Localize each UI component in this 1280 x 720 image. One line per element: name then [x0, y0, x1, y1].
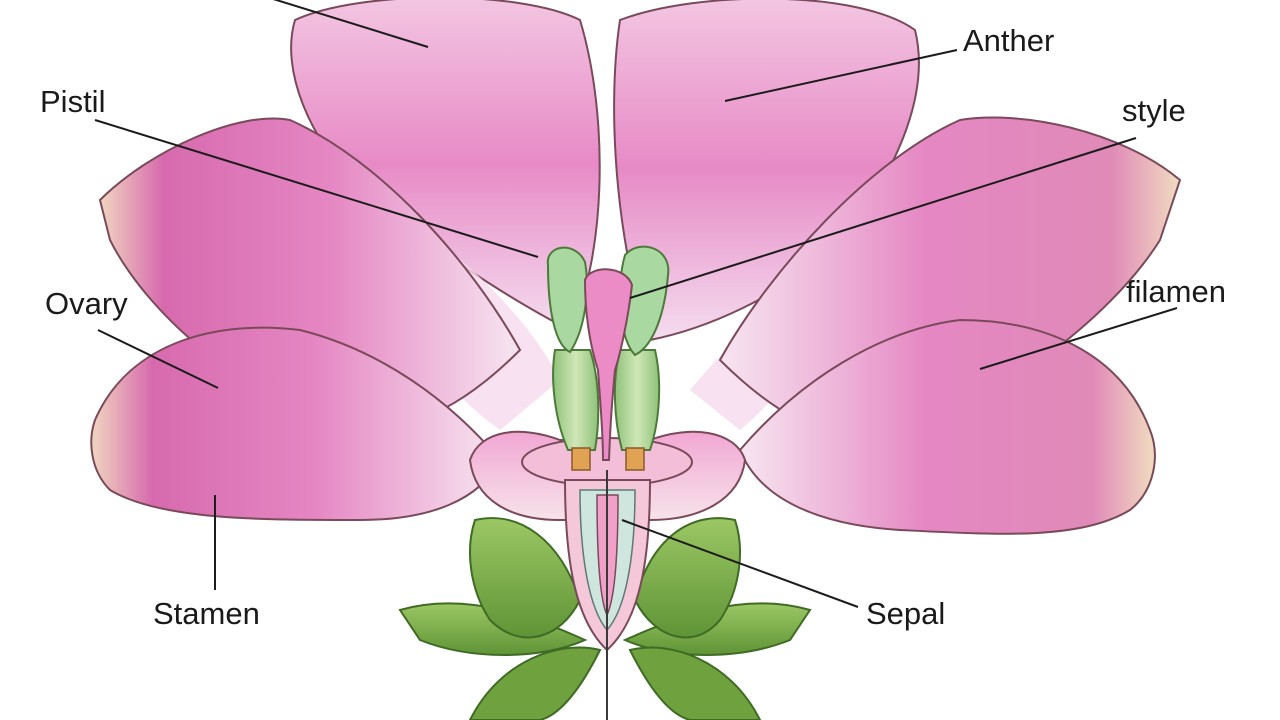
label-stamen: Stamen — [153, 596, 260, 631]
leader-style — [629, 137, 1137, 299]
label-style: style — [1122, 93, 1186, 128]
leader-ovary — [97, 329, 219, 389]
stamens — [546, 245, 670, 471]
leader-sepal — [621, 519, 859, 608]
label-pistil: Pistil — [40, 84, 106, 119]
label-filamen: filamen — [1126, 274, 1226, 309]
sepal-leaves — [398, 517, 812, 720]
pistil-head — [583, 268, 634, 461]
label-sepal: Sepal — [866, 596, 946, 631]
leader-anther — [724, 49, 958, 102]
leader-filamen — [979, 307, 1178, 370]
pistil-column — [563, 470, 652, 720]
leader-pistil — [94, 119, 539, 258]
label-ovary: Ovary — [45, 286, 128, 321]
leader-top-left — [273, 0, 429, 48]
label-anther: Anther — [963, 23, 1055, 58]
leader-lines — [94, 0, 1178, 608]
